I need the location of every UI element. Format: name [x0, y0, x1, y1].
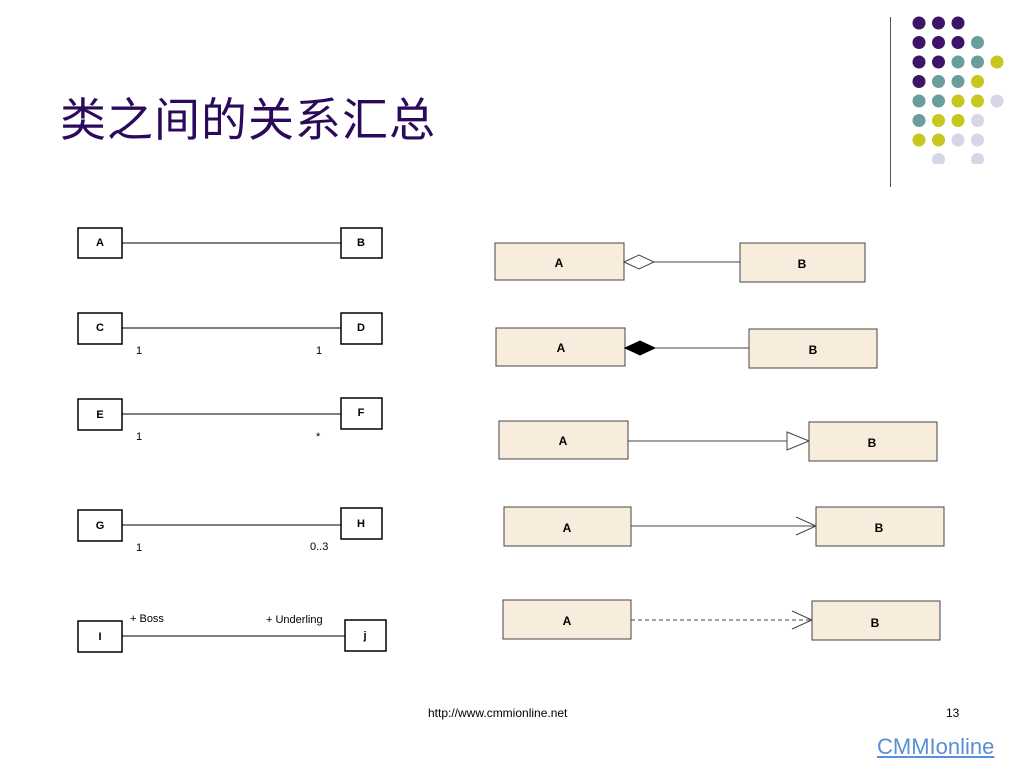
class-d-label: D: [357, 322, 365, 334]
class-a-label: A: [563, 614, 572, 628]
decorative-dot: [932, 75, 945, 88]
class-b-label: B: [871, 616, 880, 630]
decorative-dot: [932, 55, 945, 69]
multiplicity-right: 0..3: [310, 541, 328, 553]
decorative-dot: [912, 75, 926, 88]
uml-relations-diagram: A B C D 1 1 E F 1 * G H 1 0..3 I j + Bos…: [77, 227, 945, 653]
decorative-dot: [932, 153, 945, 164]
class-b-label: B: [868, 436, 877, 450]
hollow-diamond-icon: [622, 254, 656, 270]
footer-url: http://www.cmmionline.net: [428, 706, 568, 720]
decorative-dot: [971, 55, 984, 69]
page-number: 13: [946, 706, 960, 720]
decorative-dot: [951, 94, 965, 108]
association-one-to-many: E F 1 *: [77, 397, 383, 443]
decorative-dot: [951, 133, 965, 147]
role-underling-label: + Underling: [266, 614, 323, 626]
association-one-to-range: G H 1 0..3: [77, 507, 383, 554]
decorative-dot: [912, 133, 926, 147]
decorative-dot: [912, 36, 926, 49]
decorative-dot: [932, 16, 945, 30]
decorative-dot: [912, 114, 926, 127]
decorative-dot-grid: [912, 16, 1004, 164]
association-plain: A B: [77, 227, 383, 259]
association-one-to-one: C D 1 1: [77, 312, 383, 357]
decorative-dot: [932, 36, 945, 49]
decorative-dot: [971, 114, 984, 127]
dependency-relation: A B: [502, 599, 941, 641]
directed-association-relation: A B: [503, 506, 945, 547]
decorative-dot: [971, 153, 984, 164]
decorative-dot: [951, 36, 965, 49]
decorative-dot: [951, 55, 965, 69]
decorative-dot: [912, 16, 926, 30]
decorative-dot: [990, 94, 1004, 108]
class-h-label: H: [357, 518, 365, 530]
multiplicity-right: *: [316, 431, 321, 443]
aggregation-relation: A B: [494, 242, 866, 283]
brand-link[interactable]: CMMIonline: [877, 734, 995, 759]
role-boss-label: + Boss: [130, 613, 164, 625]
class-b-label: B: [798, 257, 807, 271]
multiplicity-right: 1: [316, 345, 322, 357]
decorative-dot: [971, 94, 984, 108]
decorative-dot: [932, 114, 945, 127]
class-a-label: A: [559, 434, 568, 448]
class-e-label: E: [96, 409, 103, 421]
title-divider-line: [890, 17, 891, 187]
generalization-relation: A B: [498, 420, 938, 462]
class-f-label: F: [358, 407, 365, 419]
class-b-label: B: [875, 521, 884, 535]
class-a-label: A: [555, 256, 564, 270]
composition-relation: A B: [495, 327, 878, 369]
class-b-label: B: [809, 343, 818, 357]
decorative-dot: [971, 36, 984, 49]
class-j-label: j: [362, 630, 366, 642]
class-i-label: I: [98, 631, 101, 643]
class-b-label: B: [357, 237, 365, 249]
class-a-label: A: [96, 237, 104, 249]
decorative-dot: [912, 94, 926, 108]
decorative-dot: [971, 75, 984, 88]
decorative-dot: [990, 55, 1004, 69]
hollow-triangle-arrow-icon: [786, 431, 811, 451]
decorative-dot: [971, 133, 984, 147]
decorative-dot: [951, 114, 965, 127]
class-c-label: C: [96, 322, 104, 334]
multiplicity-left: 1: [136, 431, 142, 443]
multiplicity-left: 1: [136, 345, 142, 357]
filled-diamond-icon: [623, 340, 657, 356]
multiplicity-left: 1: [136, 542, 142, 554]
class-a-label: A: [557, 341, 566, 355]
association-roles: I j + Boss + Underling: [77, 613, 387, 653]
class-g-label: G: [96, 520, 105, 532]
class-a-label: A: [563, 521, 572, 535]
decorative-dot: [951, 16, 965, 30]
decorative-dot: [951, 75, 965, 88]
slide-title: 类之间的关系汇总: [60, 93, 436, 147]
decorative-dot: [932, 133, 945, 147]
decorative-dot: [912, 55, 926, 69]
decorative-dot: [932, 94, 945, 108]
